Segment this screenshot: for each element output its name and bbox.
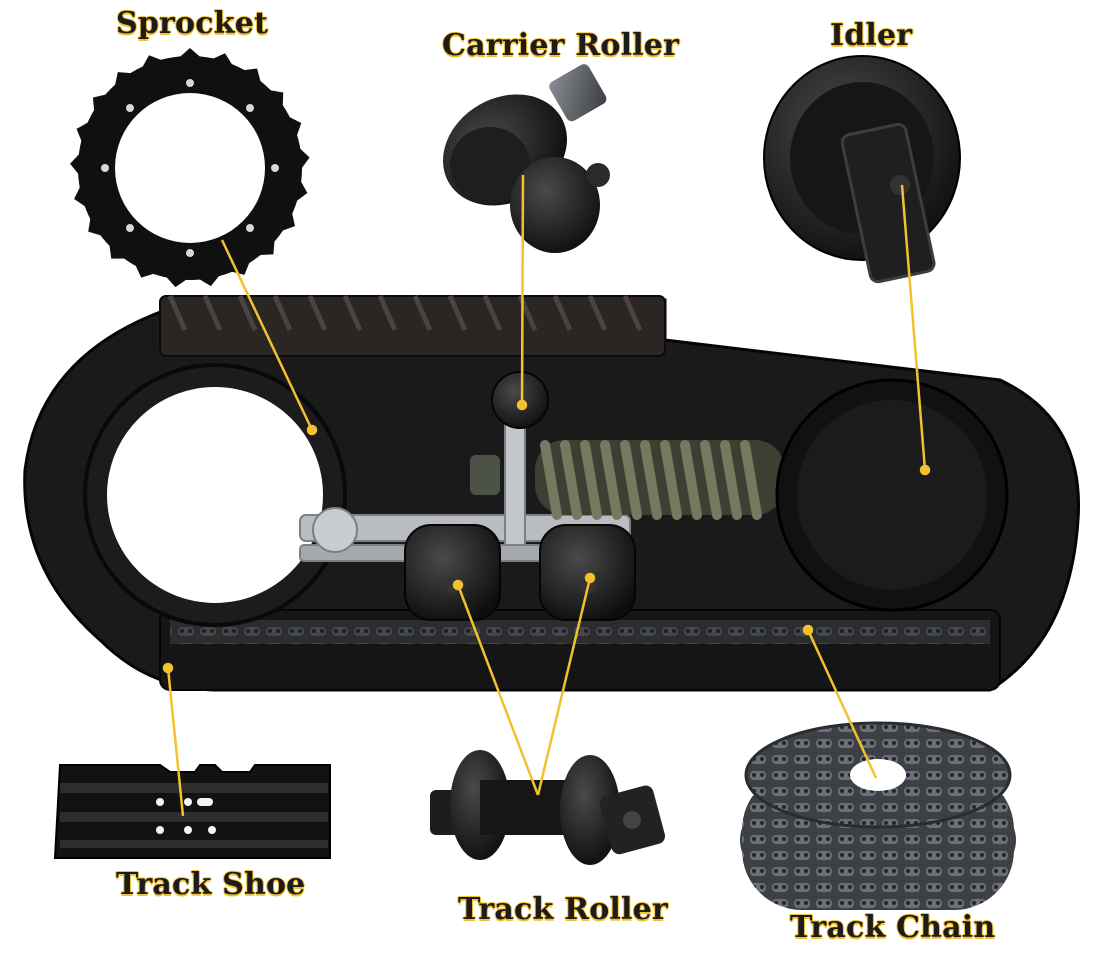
idler-mounted-face: [797, 400, 987, 590]
carrier-roller-part: [442, 64, 610, 253]
upper-grousers: [159, 294, 666, 357]
track-shoe-part: [53, 764, 331, 859]
carrier-roller-label: Carrier Roller: [442, 28, 680, 63]
track-shoe-label: Track Shoe: [116, 867, 306, 902]
track-rollers-mounted: [404, 524, 636, 621]
idler-label: Idler: [830, 18, 913, 53]
track-roller-part: [430, 750, 666, 865]
carrier-roller-mounted: [491, 371, 549, 429]
track-chain-part: [740, 721, 1016, 910]
sprocket-part: [70, 48, 310, 288]
track-chain-label: Track Chain: [790, 910, 996, 945]
track-assembly: [23, 294, 1081, 692]
sprocket-label: Sprocket: [116, 6, 269, 41]
track-roller-label: Track Roller: [458, 892, 668, 927]
idler-part: [763, 55, 961, 284]
sprocket-hub-opening: [107, 387, 323, 603]
leader-lines: [162, 174, 931, 817]
